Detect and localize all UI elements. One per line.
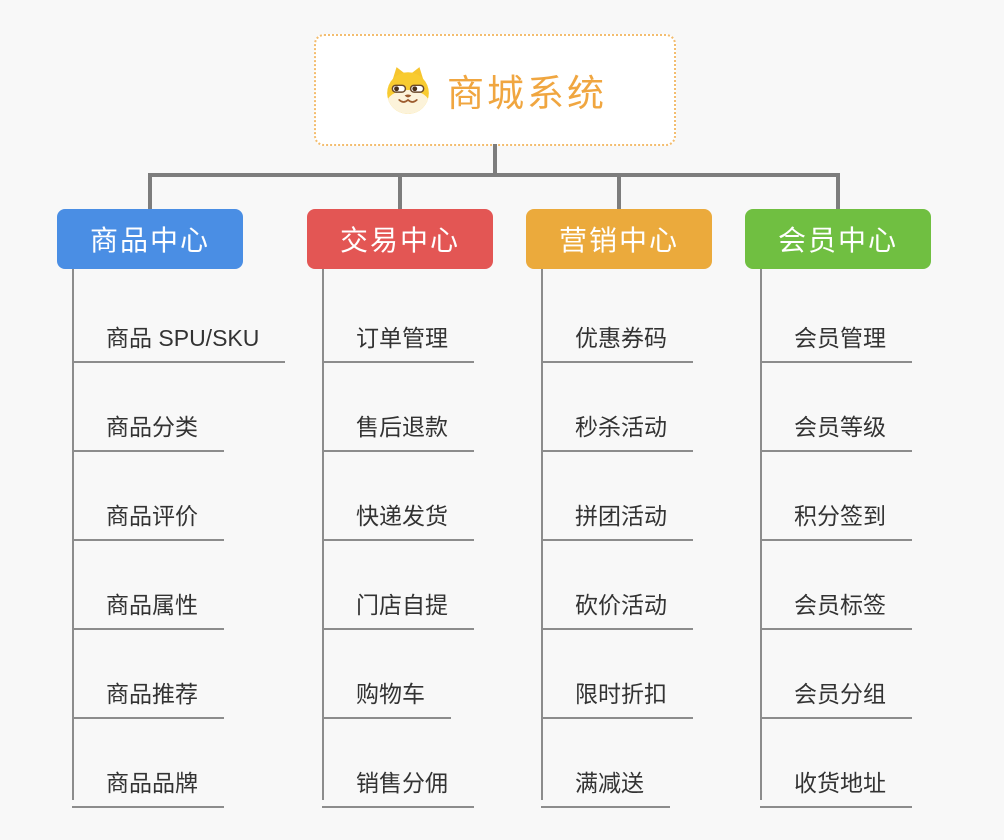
root-topic-title: 商城系统 — [447, 73, 607, 114]
branch-members: 会员中心 会员管理 会员等级 积分签到 会员标签 会员分组 收货地址 — [745, 209, 995, 809]
topic-node[interactable]: 商品分类 — [72, 400, 224, 452]
category-node-products[interactable]: 商品中心 — [57, 209, 243, 269]
topic-node[interactable]: 会员标签 — [760, 578, 912, 630]
topic-node[interactable]: 优惠券码 — [541, 311, 693, 363]
topic-node[interactable]: 商品推荐 — [72, 667, 224, 719]
branch-trade: 交易中心 订单管理 售后退款 快递发货 门店自提 购物车 销售分佣 — [307, 209, 557, 809]
topic-node[interactable]: 会员等级 — [760, 400, 912, 452]
category-node-trade[interactable]: 交易中心 — [307, 209, 493, 269]
topic-node[interactable]: 秒杀活动 — [541, 400, 693, 452]
connector-root-stem — [493, 144, 497, 175]
dog-face-icon — [387, 67, 429, 114]
branch-line — [322, 269, 324, 800]
category-node-marketing[interactable]: 营销中心 — [526, 209, 712, 269]
connector-drop-members — [836, 173, 840, 210]
topic-node[interactable]: 售后退款 — [322, 400, 474, 452]
topic-node[interactable]: 限时折扣 — [541, 667, 693, 719]
topic-node[interactable]: 快递发货 — [322, 489, 474, 541]
topic-node[interactable]: 会员管理 — [760, 311, 912, 363]
root-topic[interactable]: 商城系统 — [314, 34, 676, 146]
topic-node[interactable]: 商品 SPU/SKU — [72, 311, 286, 363]
branch-marketing: 营销中心 优惠券码 秒杀活动 拼团活动 砍价活动 限时折扣 满减送 — [526, 209, 776, 809]
topic-node[interactable]: 商品属性 — [72, 578, 224, 630]
topic-node[interactable]: 购物车 — [322, 667, 451, 719]
topic-node[interactable]: 销售分佣 — [322, 756, 474, 808]
connector-drop-trade — [398, 173, 402, 210]
branch-line — [72, 269, 74, 800]
topic-node[interactable]: 商品评价 — [72, 489, 224, 541]
category-node-members[interactable]: 会员中心 — [745, 209, 931, 269]
connector-bus-line — [148, 173, 840, 177]
topic-node[interactable]: 门店自提 — [322, 578, 474, 630]
topic-node[interactable]: 收货地址 — [760, 756, 912, 808]
branch-line — [541, 269, 543, 800]
branch-line — [760, 269, 762, 800]
branch-products: 商品中心 商品 SPU/SKU 商品分类 商品评价 商品属性 商品推荐 商品品牌 — [57, 209, 307, 809]
topic-node[interactable]: 砍价活动 — [541, 578, 693, 630]
topic-node[interactable]: 订单管理 — [322, 311, 474, 363]
topic-node[interactable]: 拼团活动 — [541, 489, 693, 541]
topic-node[interactable]: 满减送 — [541, 756, 670, 808]
connector-drop-marketing — [617, 173, 621, 210]
topic-node[interactable]: 会员分组 — [760, 667, 912, 719]
connector-drop-products — [148, 173, 152, 210]
topic-node[interactable]: 商品品牌 — [72, 756, 224, 808]
topic-node[interactable]: 积分签到 — [760, 489, 912, 541]
